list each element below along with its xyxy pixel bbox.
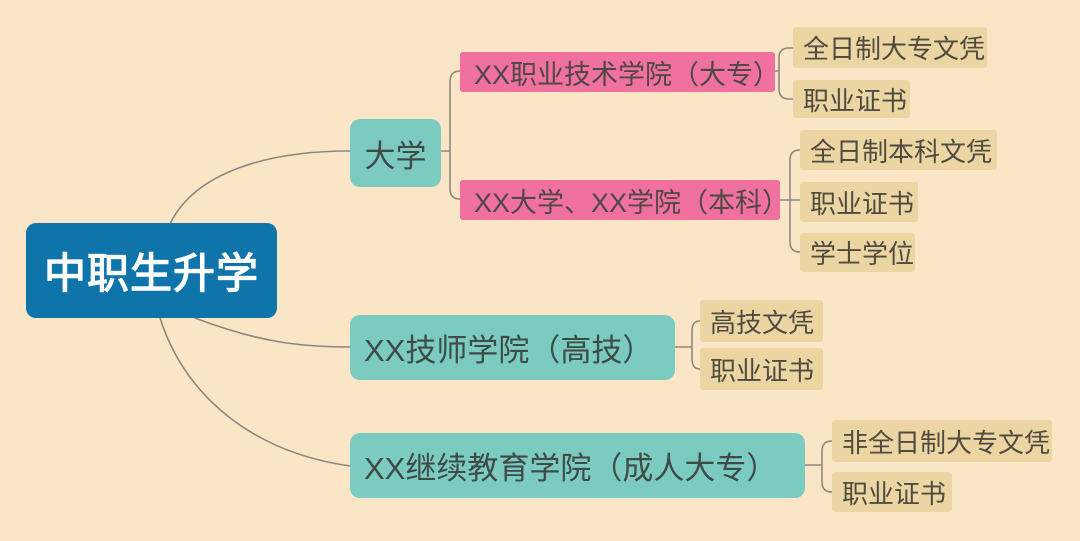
edge-sub2-leaves bbox=[779, 149, 801, 253]
edge-root-continuing bbox=[159, 317, 351, 467]
edge-sub1-leaves bbox=[774, 47, 794, 100]
leaf-node-vocational-certificate-4: 职业证书 bbox=[832, 472, 952, 512]
leaf-node-technician-diploma: 高技文凭 bbox=[700, 300, 823, 342]
leaf-node-fulltime-college-diploma: 全日制大专文凭 bbox=[793, 27, 987, 68]
sub-node-university-bachelor: XX大学、XX学院（本科） bbox=[460, 180, 789, 220]
leaf-node-vocational-certificate-2: 职业证书 bbox=[800, 182, 918, 222]
edge-continuing-leaves bbox=[804, 440, 833, 493]
branch-node-continuing-education: XX继续教育学院（成人大专） bbox=[350, 433, 805, 498]
leaf-node-bachelor-degree: 学士学位 bbox=[800, 233, 915, 272]
edge-root-university bbox=[169, 150, 351, 225]
edge-technician-leaves bbox=[674, 320, 701, 370]
branch-node-university: 大学 bbox=[350, 119, 441, 187]
edge-root-technician bbox=[194, 317, 351, 348]
leaf-node-vocational-certificate-3: 职业证书 bbox=[700, 348, 823, 390]
branch-node-technician-college: XX技师学院（高技） bbox=[350, 315, 675, 380]
leaf-node-vocational-certificate-1: 职业证书 bbox=[793, 80, 910, 118]
leaf-node-parttime-college-diploma: 非全日制大专文凭 bbox=[832, 420, 1052, 462]
edge-university-subs bbox=[440, 70, 461, 200]
sub-node-vocational-college: XX职业技术学院（大专） bbox=[460, 52, 780, 92]
leaf-node-fulltime-bachelor-diploma: 全日制本科文凭 bbox=[800, 130, 997, 170]
root-node: 中职生升学 bbox=[26, 223, 277, 318]
